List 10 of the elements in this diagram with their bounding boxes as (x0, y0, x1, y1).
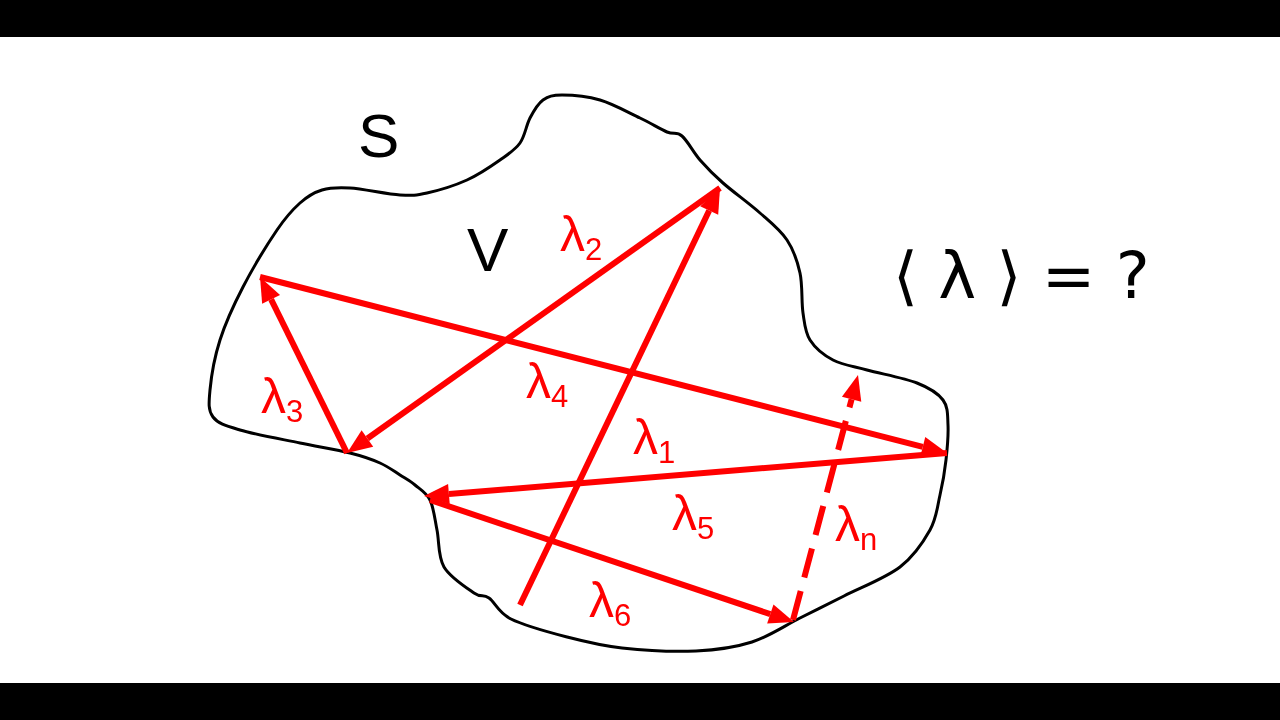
symbol-label: λ$_{5}$ (672, 488, 715, 538)
volume-label: V (467, 219, 509, 281)
symbol-label: λ$_{1}$ (633, 412, 676, 462)
symbol-label: λ$_{n}$ (835, 499, 878, 549)
surface-label: S (358, 105, 400, 167)
symbol-label: λ$_{3}$ (261, 371, 304, 421)
symbol-label: λ$_{6}$ (589, 575, 632, 625)
symbol-label: λ$_{4}$ (526, 356, 569, 406)
symbol-label: λ$_{2}$ (560, 209, 603, 259)
formula-text: ⟨ λ ⟩ = ? (893, 244, 1150, 308)
